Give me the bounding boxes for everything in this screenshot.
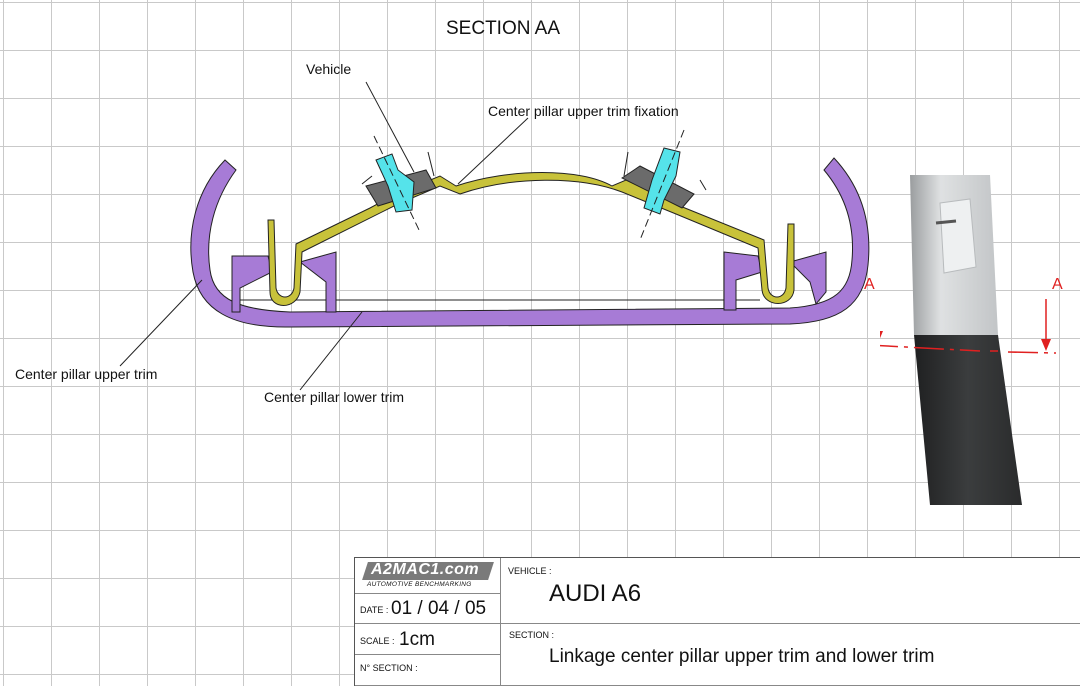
section-marker-right: A bbox=[1052, 276, 1063, 293]
section-line bbox=[880, 344, 1057, 354]
section-cell: SECTION : Linkage center pillar upper tr… bbox=[501, 624, 1080, 686]
section-number-cell: N° SECTION : bbox=[355, 655, 501, 686]
left-rib bbox=[231, 251, 337, 313]
fixation-trim-shape bbox=[267, 172, 795, 306]
section-label: SECTION : bbox=[509, 630, 555, 640]
left-clip bbox=[375, 153, 415, 213]
section-number-label: N° SECTION : bbox=[360, 663, 418, 673]
section-title: SECTION AA bbox=[446, 18, 561, 39]
leader-vehicle bbox=[365, 81, 415, 173]
scale-value: 1cm bbox=[399, 629, 435, 650]
vehicle-panel-left bbox=[361, 151, 435, 185]
logo-text: A2MAC1.com bbox=[371, 561, 480, 578]
right-clip-axis bbox=[639, 129, 685, 241]
title-block: A2MAC1.com AUTOMOTIVE BENCHMARKING DATE … bbox=[354, 557, 1080, 686]
label-fixation: Center pillar upper trim fixation bbox=[488, 103, 679, 119]
date-value: 01 / 04 / 05 bbox=[391, 598, 487, 619]
vehicle-value: AUDI A6 bbox=[549, 580, 642, 607]
section-value: Linkage center pillar upper trim and low… bbox=[549, 646, 935, 667]
pillar-photo bbox=[880, 175, 1057, 505]
logo-subtitle: AUTOMOTIVE BENCHMARKING bbox=[367, 581, 472, 588]
leader-lower-trim bbox=[299, 311, 363, 391]
right-rib bbox=[723, 251, 827, 311]
vehicle-cell: VEHICLE : AUDI A6 bbox=[501, 558, 1080, 624]
left-clip-axis bbox=[373, 135, 421, 233]
section-marker-left: A bbox=[864, 276, 875, 293]
right-clip bbox=[643, 147, 681, 215]
label-lower-trim: Center pillar lower trim bbox=[264, 389, 405, 405]
date-cell: DATE : 01 / 04 / 05 bbox=[355, 594, 501, 624]
date-label: DATE : bbox=[360, 605, 389, 615]
upper-trim-shape bbox=[190, 157, 870, 328]
scale-cell: SCALE : 1cm bbox=[355, 624, 501, 655]
leader-fixation bbox=[457, 117, 529, 185]
label-upper-trim: Center pillar upper trim bbox=[15, 366, 158, 382]
logo-cell: A2MAC1.com AUTOMOTIVE BENCHMARKING bbox=[355, 558, 501, 594]
vehicle-label: VEHICLE : bbox=[508, 566, 552, 576]
vehicle-panel-right bbox=[623, 151, 707, 191]
leader-upper-trim bbox=[119, 279, 203, 367]
scale-label: SCALE : bbox=[360, 636, 395, 646]
label-vehicle: Vehicle bbox=[306, 61, 352, 77]
